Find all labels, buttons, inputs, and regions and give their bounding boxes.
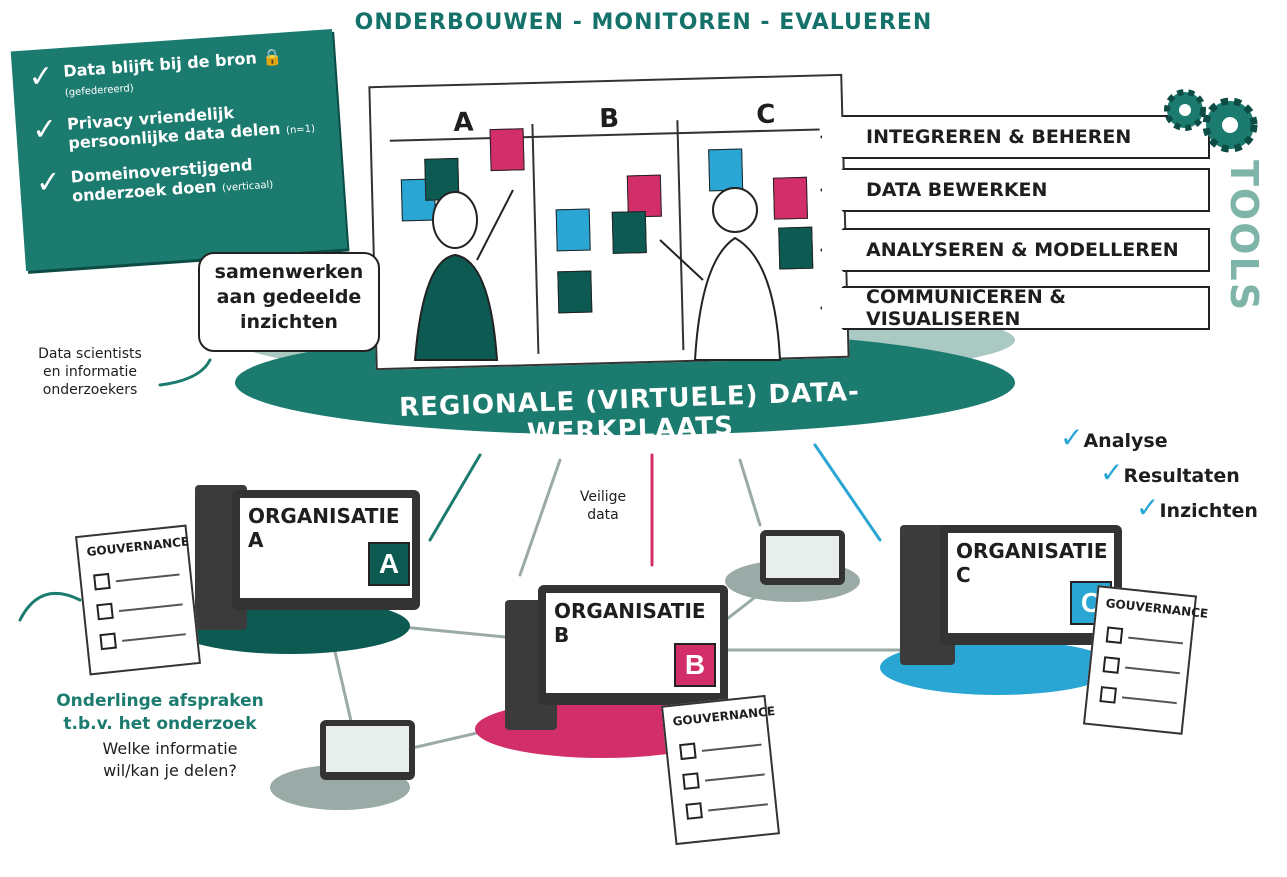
check-icon: ✓ (1136, 491, 1160, 524)
label-line: data (587, 507, 619, 523)
org-c-monitor: ORGANISATIE C C (940, 525, 1122, 645)
outcome-inzichten: ✓Inzichten (1136, 490, 1258, 529)
org-c-screen: ORGANISATIE C C (948, 533, 1114, 633)
tool-analyseren-modelleren: ANALYSEREN & MODELLEREN (820, 228, 1210, 272)
outcome-label: Resultaten (1123, 465, 1240, 487)
network-node-computer (760, 530, 845, 585)
text-line (1128, 636, 1184, 645)
page-title: ONDERBOUWEN - MONITOREN - EVALUEREN (354, 10, 933, 35)
text-line (704, 773, 765, 782)
governance-doc-c: GOUVERNANCE (1082, 585, 1209, 735)
checkbox (1105, 626, 1124, 644)
tool-integreren-beheren: INTEGREREN & BEHEREN (820, 115, 1210, 159)
label-line: wil/kan je delen? (103, 761, 237, 780)
text-line (701, 743, 762, 752)
text-line (122, 633, 186, 642)
check-icon: ✓ (1100, 456, 1124, 489)
checkbox (679, 742, 697, 761)
checkbox (93, 572, 111, 591)
governance-title: GOUVERNANCE (1105, 596, 1209, 621)
bubble-line: inzichten (240, 311, 338, 333)
org-b-monitor: ORGANISATIE B B (538, 585, 728, 705)
text-line (708, 803, 768, 812)
org-a-badge: A (368, 542, 410, 586)
arrow-agreements (18, 591, 82, 622)
org-a-monitor: ORGANISATIE A A (232, 490, 420, 610)
sharing-question: Welke informatie wil/kan je delen? (70, 738, 270, 782)
outcome-resultaten: ✓Resultaten (1100, 455, 1240, 494)
collaboration-bubble: samenwerken aan gedeelde inzichten (198, 252, 380, 352)
label-line: onderzoekers (42, 382, 138, 398)
checkbox (99, 632, 117, 651)
check-icon: ✓ (1060, 421, 1084, 454)
outcome-label: Inzichten (1159, 500, 1258, 522)
arrow-grey-1 (518, 458, 562, 577)
checkbox (1099, 686, 1117, 704)
tools-label: TOOLS (1222, 160, 1266, 313)
label-line: Data scientists (38, 346, 142, 362)
governance-doc-b: GOUVERNANCE (660, 694, 781, 846)
text-line (1125, 666, 1180, 675)
tool-communiceren-visualiseren: COMMUNICEREN & VISUALISEREN (820, 286, 1210, 330)
data-scientists-label: Data scientists en informatie onderzoeke… (20, 345, 160, 399)
checkbox (685, 802, 703, 820)
label-line: en informatie (43, 364, 137, 380)
label-line: Veilige (579, 489, 627, 505)
bubble-line: aan gedeelde (216, 286, 362, 308)
outcome-label: Analyse (1083, 430, 1168, 452)
org-b-screen: ORGANISATIE B B (546, 593, 720, 693)
arrow-org-c (813, 443, 882, 542)
person-right-figure (659, 187, 782, 361)
arrow-data-scientists (158, 358, 212, 387)
arrow-grey-2 (738, 458, 762, 527)
governance-title: GOUVERNANCE (671, 704, 776, 729)
arrow-org-a (428, 453, 482, 542)
org-b-title: ORGANISATIE B (554, 599, 706, 647)
checkbox (96, 602, 114, 621)
label-line: Welke informatie (102, 739, 238, 758)
checkbox (682, 772, 700, 790)
bubble-line: samenwerken (214, 261, 364, 283)
network-node-computer (320, 720, 415, 780)
text-line (1121, 696, 1177, 705)
label-line: t.b.v. het onderzoek (63, 714, 257, 734)
governance-doc-a: GOUVERNANCE (74, 524, 202, 676)
gears-icon (1164, 89, 1258, 153)
text-line (115, 573, 180, 583)
org-c-title: ORGANISATIE C (956, 539, 1108, 587)
governance-title: GOUVERNANCE (85, 534, 190, 560)
outcome-analyse: ✓Analyse (1060, 420, 1168, 459)
person-left-figure (413, 189, 514, 361)
label-line: Onderlinge afspraken (56, 691, 264, 711)
text-line (118, 603, 183, 613)
checkbox (1102, 656, 1121, 674)
org-a-screen: ORGANISATIE A A (240, 498, 412, 598)
org-b-badge: B (674, 643, 716, 687)
org-a-title: ORGANISATIE A (248, 504, 400, 552)
secure-data-label: Veilige data (568, 488, 638, 524)
agreements-label: Onderlinge afspraken t.b.v. het onderzoe… (50, 690, 270, 736)
tool-data-bewerken: DATA BEWERKEN (820, 168, 1210, 212)
